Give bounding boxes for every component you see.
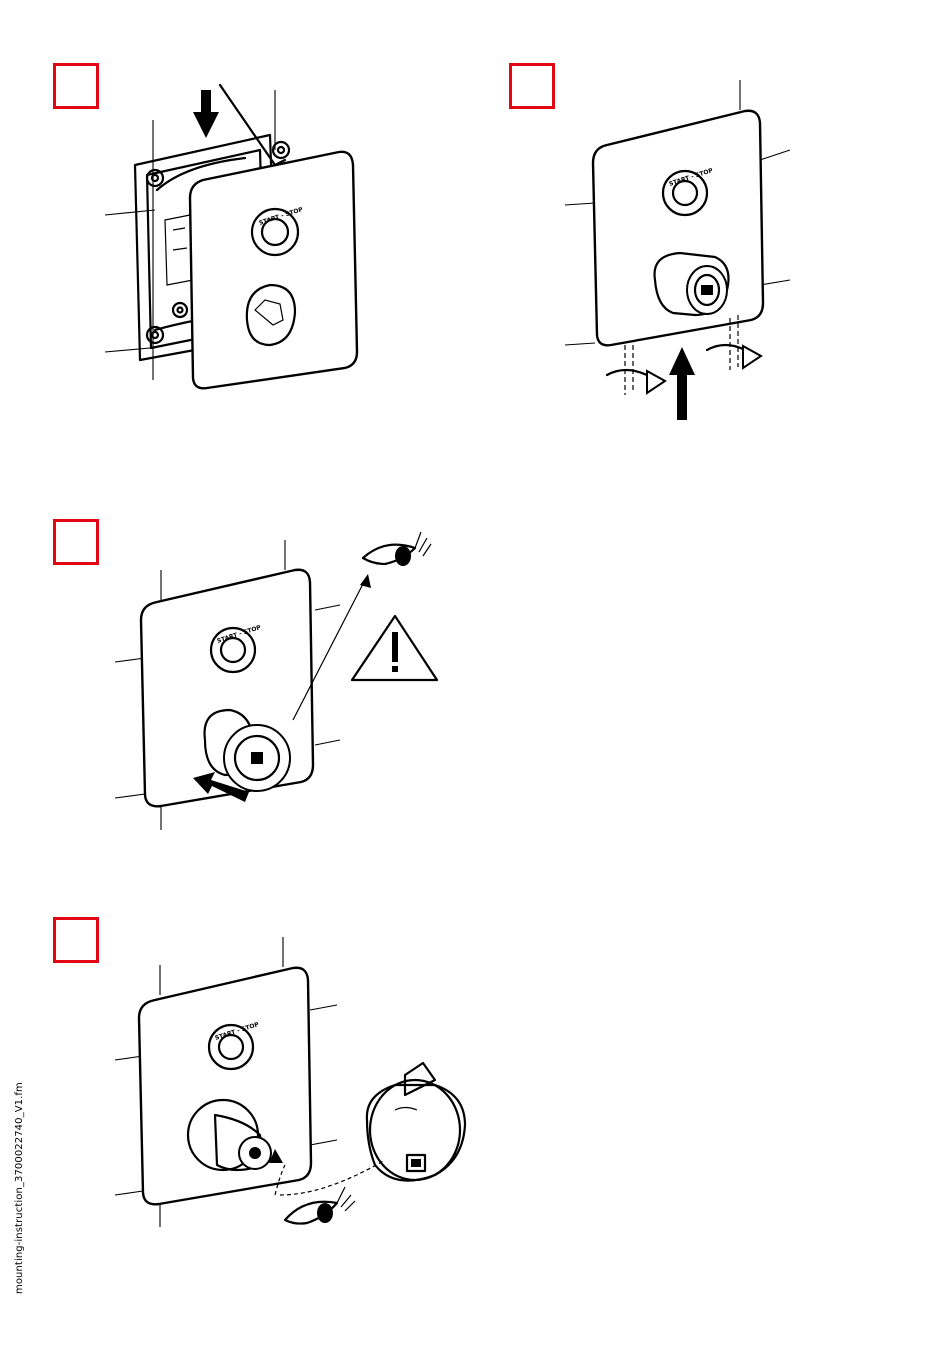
step-1-illustration: START - STOP: [95, 80, 385, 400]
step-2-illustration: START - STOP: [555, 75, 805, 425]
step-number-box-4: [53, 917, 99, 963]
step-number-box-1: [53, 63, 99, 109]
document-filename: mounting-instruction_3700022740_V1.fm: [14, 1082, 25, 1294]
step-number-box-2: [509, 63, 555, 109]
step-3-illustration: START - STOP: [105, 530, 445, 840]
step-4-illustration: START - STOP: [105, 935, 485, 1235]
step-number-box-3: [53, 519, 99, 565]
